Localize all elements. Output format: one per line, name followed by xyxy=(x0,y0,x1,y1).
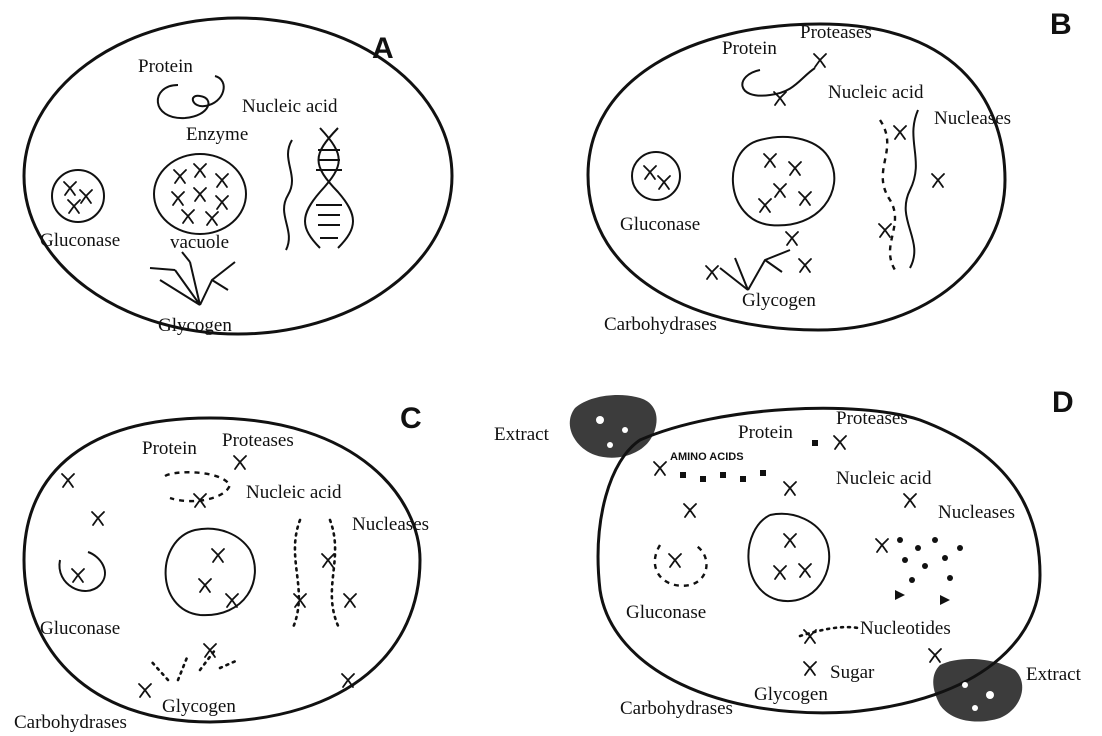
panel-d-proteases-label: Proteases xyxy=(836,408,908,429)
panel-d: D Extract Protein Proteases AMINO ACIDS … xyxy=(494,386,1082,722)
panel-a: A Protein Nucleic acid Enzyme vacuole Gl… xyxy=(24,18,452,336)
panel-d-glycogen-label: Glycogen xyxy=(754,684,828,705)
panel-c-carbohydrases-label: Carbohydrases xyxy=(14,712,127,733)
panel-a-nucleic-acid-label: Nucleic acid xyxy=(242,96,338,117)
panel-c-protein-label: Protein xyxy=(142,438,197,459)
panel-c-proteases-label: Proteases xyxy=(222,430,294,451)
panel-a-protein-label: Protein xyxy=(138,56,193,77)
panel-c-glycogen-label: Glycogen xyxy=(162,696,236,717)
panel-a-protein-chain xyxy=(158,76,224,118)
panel-c-gluconase-label: Gluconase xyxy=(40,618,120,639)
panel-b-cell-wall xyxy=(588,24,1005,330)
panel-a-glycogen-label: Glycogen xyxy=(158,315,232,336)
panel-d-extract-bottom-blob xyxy=(933,659,1022,722)
panel-a-enzyme-label: Enzyme xyxy=(186,124,248,145)
panel-d-extract-top-label: Extract xyxy=(494,424,550,445)
panel-b-protein-chain xyxy=(742,68,815,96)
panel-b-gluconase-organelle xyxy=(632,152,680,200)
panel-d-carbohydrases-label: Carbohydrases xyxy=(620,698,733,719)
panel-c-glycogen-fragments xyxy=(150,650,238,680)
panel-b-protein-label: Protein xyxy=(722,38,777,59)
panel-a-glycogen-branch xyxy=(150,252,235,305)
panel-b-letter: B xyxy=(1050,8,1072,41)
panel-a-gluconase-organelle xyxy=(52,170,104,222)
panel-d-protein-label: Protein xyxy=(738,422,793,443)
panel-a-vacuole-label: vacuole xyxy=(170,232,229,253)
panel-c-vacuole xyxy=(166,529,255,615)
panel-d-letter: D xyxy=(1052,386,1074,419)
panel-b-nucleases-label: Nucleases xyxy=(934,108,1011,129)
panel-a-cell-wall xyxy=(24,18,452,334)
panel-d-nucleases-label: Nucleases xyxy=(938,502,1015,523)
panel-c-letter: C xyxy=(400,402,422,435)
panel-b-nucleic-strand-1 xyxy=(880,120,895,270)
panel-d-extract-bottom-label: Extract xyxy=(1026,664,1082,685)
panel-d-amino-acids-label: AMINO ACIDS xyxy=(670,451,744,463)
panel-a-gluconase-enzymes xyxy=(64,182,92,213)
panel-d-nucleotide-dots xyxy=(895,537,963,605)
panel-b-nucleic-strand-2 xyxy=(906,110,918,268)
panel-a-vacuole-enzymes xyxy=(172,164,228,225)
panel-c-nucleic-acid-label: Nucleic acid xyxy=(246,482,342,503)
panel-c: C Protein Proteases Nucleic acid Nucleas… xyxy=(14,402,429,733)
panel-b-proteases-label: Proteases xyxy=(800,22,872,43)
panel-d-nucleic-acid-label: Nucleic acid xyxy=(836,468,932,489)
panel-a-single-strand xyxy=(284,140,292,250)
panel-d-sugar-label: Sugar xyxy=(830,662,875,683)
panel-b: B Protein Proteases Nucleic acid Nucleas… xyxy=(588,8,1072,335)
panel-b-nucleic-acid-label: Nucleic acid xyxy=(828,82,924,103)
panel-b-vacuole-enzymes xyxy=(759,154,811,212)
panel-d-gluconase-organelle xyxy=(655,545,707,586)
panel-b-glycogen-branch xyxy=(720,250,790,290)
panel-a-dna-double-helix xyxy=(305,128,353,248)
panel-d-gluconase-label: Gluconase xyxy=(626,602,706,623)
panel-d-vacuole xyxy=(748,514,829,601)
panel-b-carbohydrases-label: Carbohydrases xyxy=(604,314,717,335)
panel-d-extract-top-blob xyxy=(570,395,657,458)
panel-c-nucleases-label: Nucleases xyxy=(352,514,429,535)
panel-a-gluconase-label: Gluconase xyxy=(40,230,120,251)
panel-d-nucleotides-label: Nucleotides xyxy=(860,618,951,639)
panel-c-nucleic-fragments xyxy=(292,520,340,630)
panel-b-vacuole xyxy=(733,137,834,225)
panel-b-gluconase-label: Gluconase xyxy=(620,214,700,235)
panel-b-glycogen-label: Glycogen xyxy=(742,290,816,311)
